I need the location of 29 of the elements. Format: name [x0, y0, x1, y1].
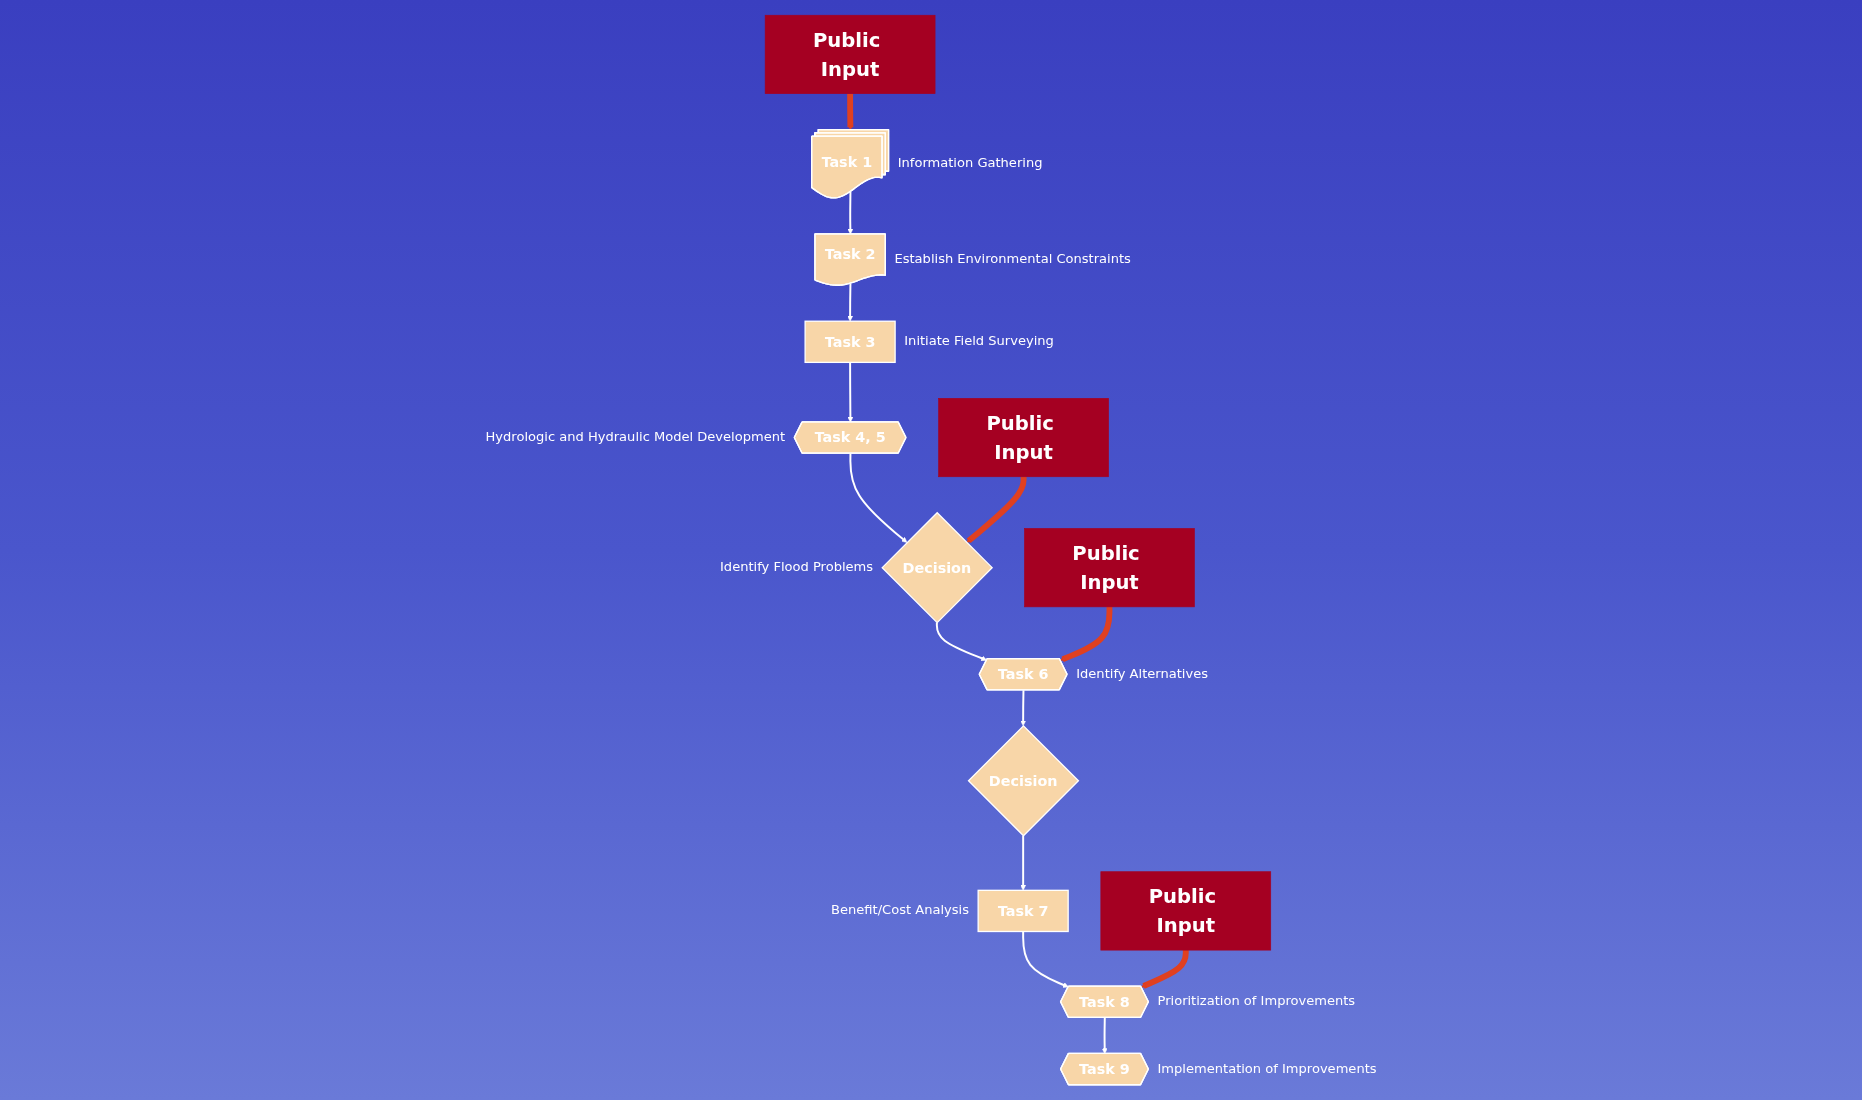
node-label: Identify Alternatives: [1076, 665, 1208, 681]
arrow: [1140, 950, 1189, 989]
arrow: [1059, 606, 1113, 662]
node-label: Initiate Field Surveying: [904, 333, 1054, 349]
arrow: [847, 361, 854, 423]
arrow: [1020, 689, 1026, 727]
node-box: Public Input: [1024, 528, 1195, 608]
arrow: [849, 452, 908, 543]
arrow: [935, 621, 987, 661]
node-label: Hydrologic and Hydraulic Model Development: [485, 429, 785, 445]
node-label: Prioritization of Improvements: [1157, 993, 1355, 1009]
node-label: Establish Environmental Constraints: [894, 251, 1131, 267]
node-label: Implementation of Improvements: [1157, 1060, 1377, 1076]
node-box: Public Input: [938, 398, 1109, 478]
node-diamond: Decision: [967, 724, 1080, 837]
node-label: Benefit/Cost Analysis: [830, 902, 969, 918]
node-box: Task 7: [977, 889, 1069, 933]
arrow: [847, 93, 854, 131]
node-diamond: Decision: [881, 511, 993, 624]
node-label: Identify Flood Problems: [719, 559, 873, 575]
node-label: Information Gathering: [897, 155, 1043, 171]
node-box: Public Input: [1100, 871, 1271, 951]
arrow: [1022, 930, 1069, 988]
arrow: [966, 476, 1027, 544]
node-box: Public Input: [764, 14, 936, 94]
arrow: [1020, 834, 1026, 891]
arrow: [1101, 1016, 1108, 1054]
node-box: Task 3: [804, 320, 896, 364]
arrow: [847, 282, 853, 322]
